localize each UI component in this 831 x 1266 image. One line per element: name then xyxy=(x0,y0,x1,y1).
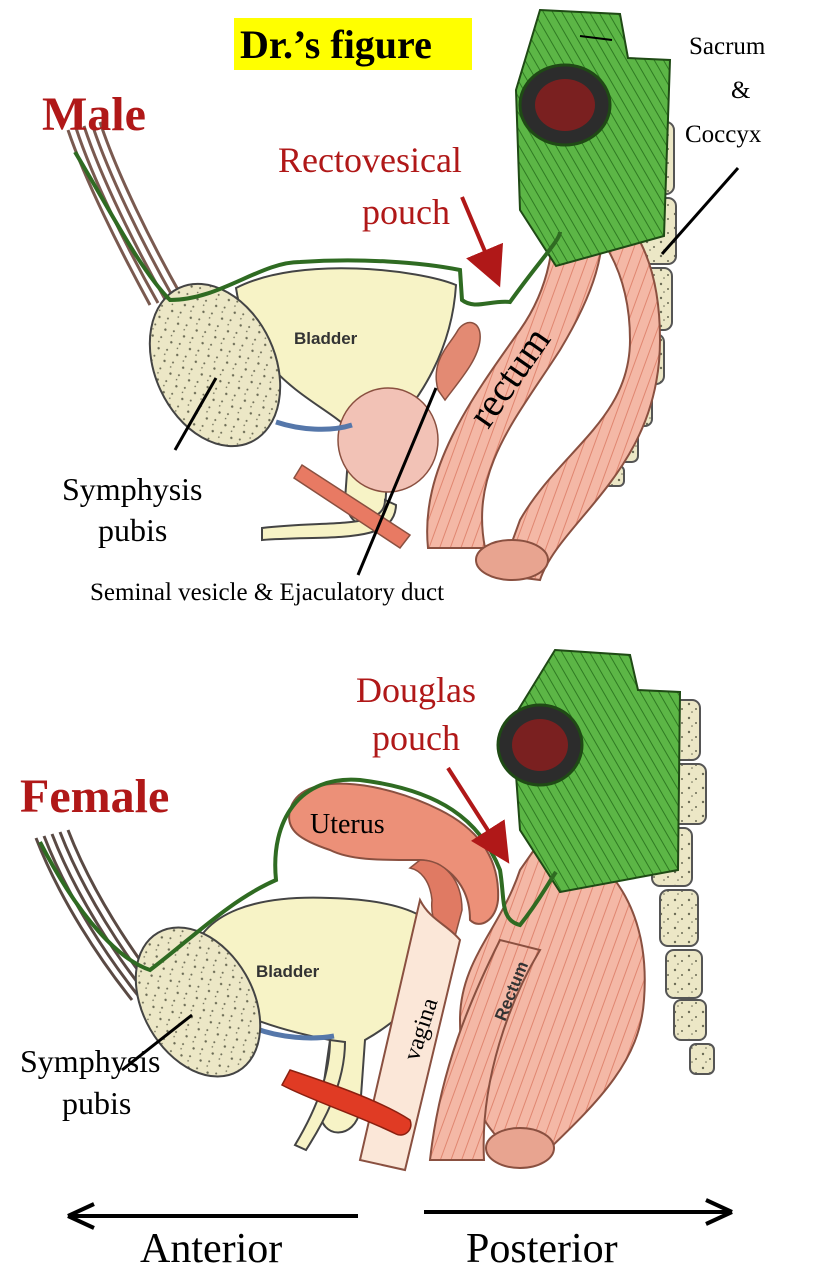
male-sigmoid-inner xyxy=(535,79,595,131)
male-seminal-label: Seminal vesicle & Ejaculatory duct xyxy=(90,579,444,606)
female-rectum-opening xyxy=(486,1128,554,1168)
male-pouch-arrow-icon xyxy=(462,197,497,280)
posterior-label: Posterior xyxy=(466,1226,618,1266)
female-pouch-label-line2: pouch xyxy=(372,718,460,758)
female-sigmoid-inner xyxy=(512,719,568,771)
female-symphysis-label-line2: pubis xyxy=(62,1085,131,1121)
anterior-label: Anterior xyxy=(140,1226,282,1266)
female-heading: Female xyxy=(20,770,169,823)
male-sacrum-label-line3: Coccyx xyxy=(685,121,762,148)
male-section: Male Rectovesical pouch Sacrum & Coccyx … xyxy=(42,10,766,606)
male-symphysis-label-line2: pubis xyxy=(98,512,167,548)
female-pouch-label-line1: Douglas xyxy=(356,670,476,710)
male-pouch-label-line1: Rectovesical xyxy=(278,140,462,180)
male-sacrum-label-line2: & xyxy=(731,77,750,104)
male-sacrum-label-line1: Sacrum xyxy=(689,33,766,60)
female-section: Female Douglas pouch Uterus Bladder vagi… xyxy=(20,650,714,1170)
female-uterus-label: Uterus xyxy=(310,809,385,840)
male-symphysis-label-line1: Symphysis xyxy=(62,471,202,507)
male-bladder-label: Bladder xyxy=(294,329,358,348)
female-symphysis-label-line1: Symphysis xyxy=(20,1043,160,1079)
female-bladder-label: Bladder xyxy=(256,962,320,981)
direction-indicator: Anterior Posterior xyxy=(68,1200,732,1266)
male-rectus-strands xyxy=(68,122,182,305)
male-rectum-opening xyxy=(476,540,548,580)
male-pouch-label-line2: pouch xyxy=(362,192,450,232)
figure-title: Dr.’s figure xyxy=(240,22,432,67)
male-heading: Male xyxy=(42,88,146,141)
male-prostate xyxy=(338,388,438,492)
